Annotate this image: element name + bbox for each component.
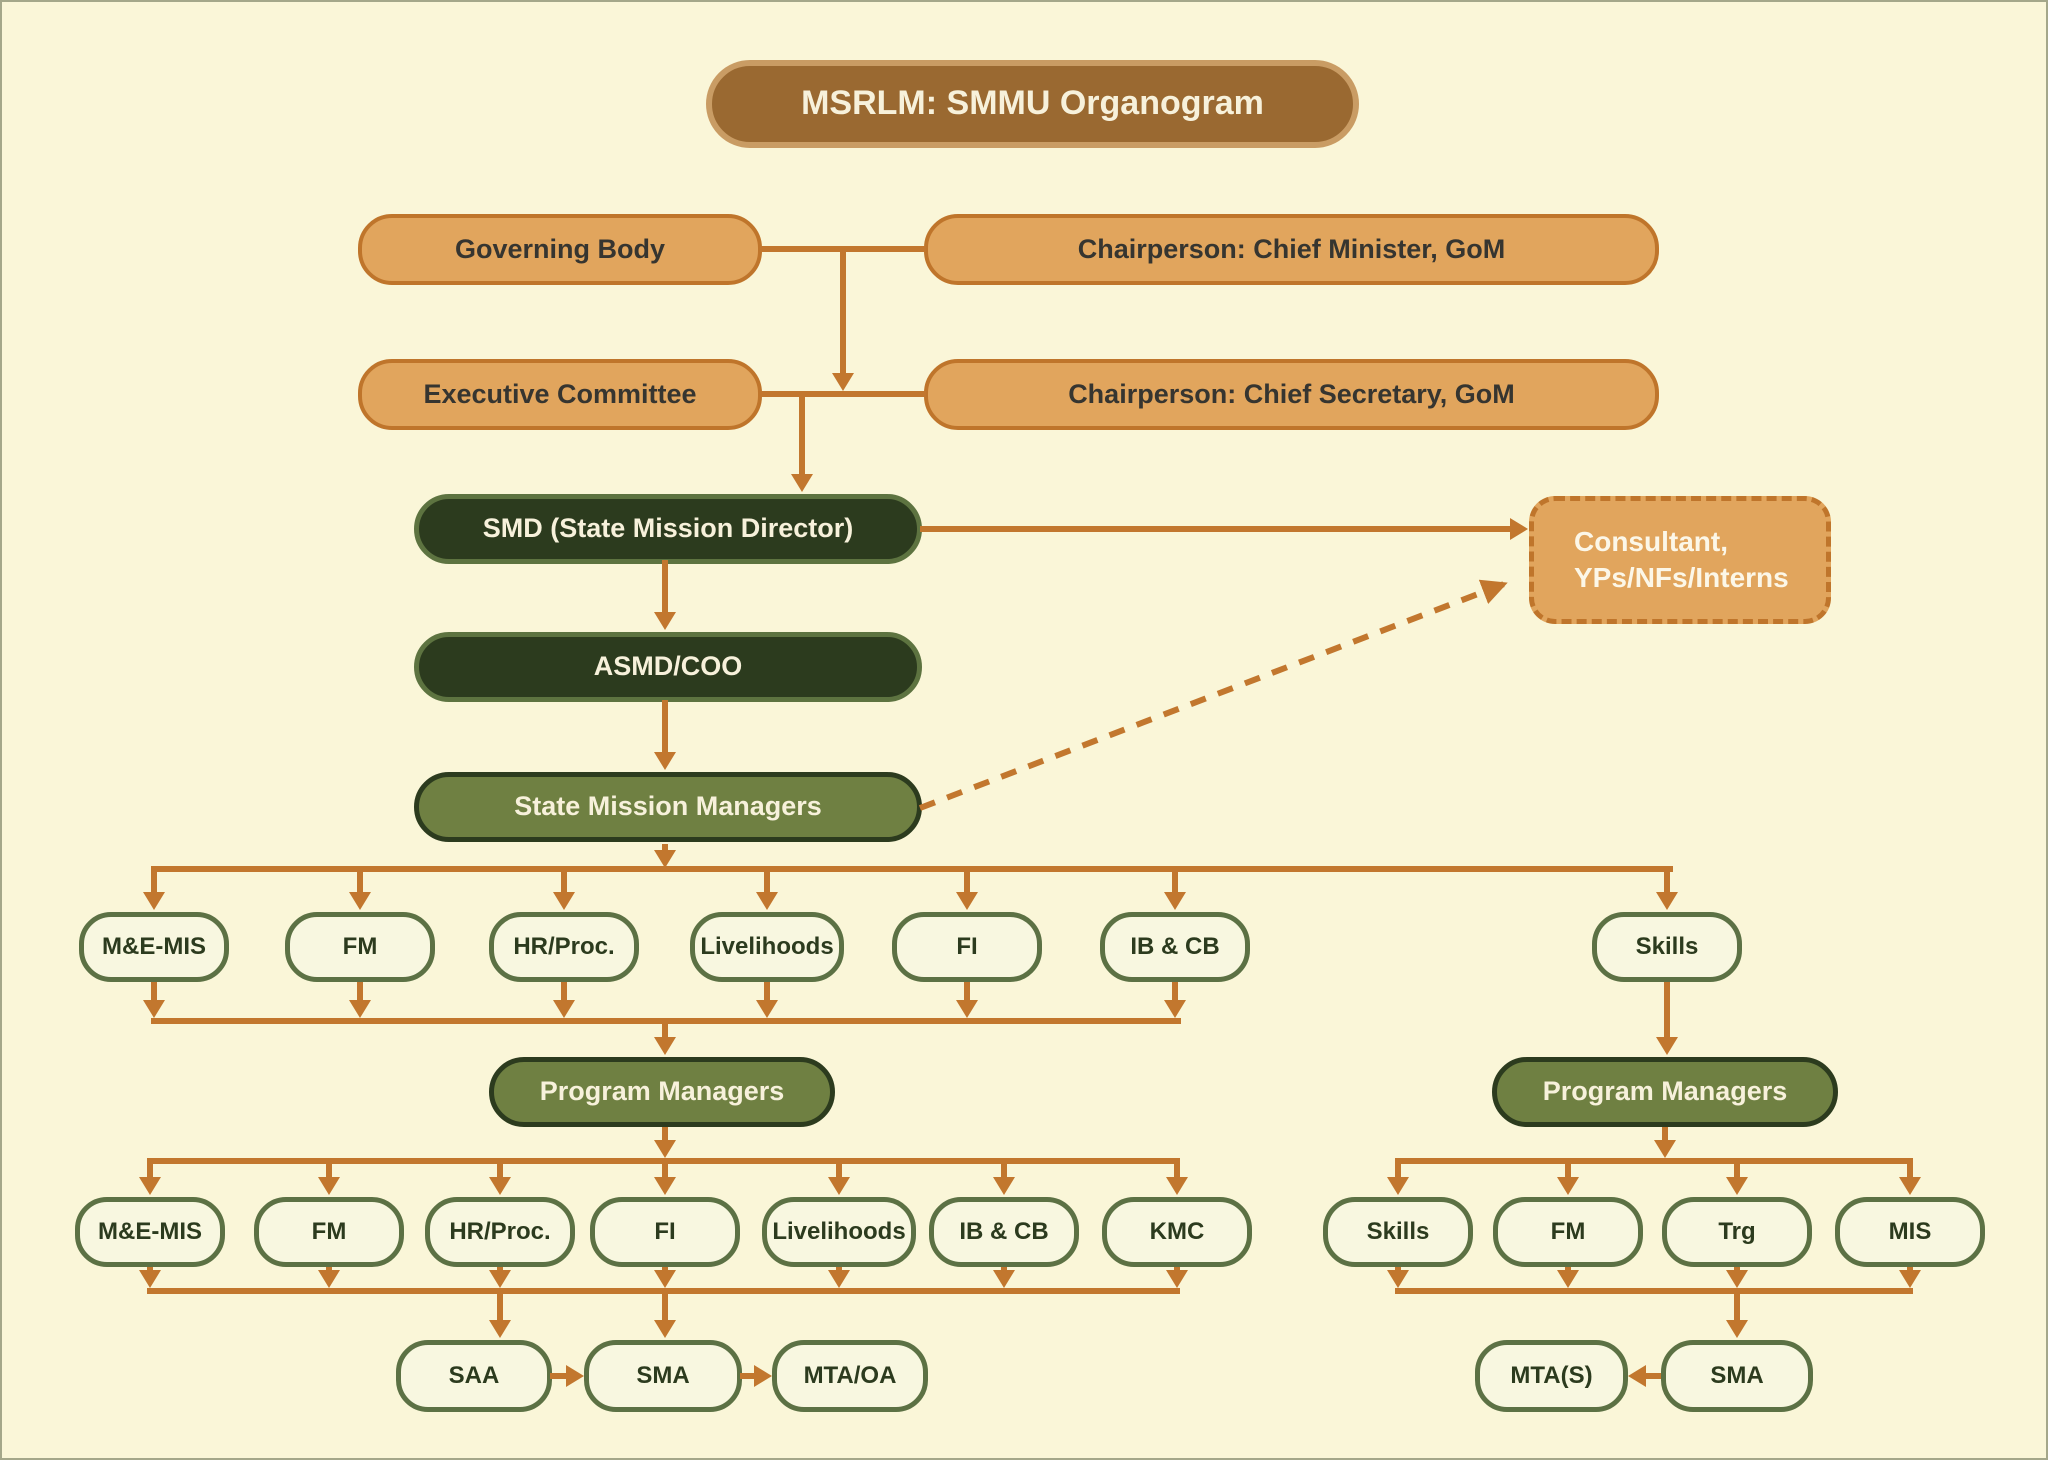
node-mta-s: MTA(S): [1475, 1340, 1628, 1412]
arrow-saa-to-sma: [550, 1365, 584, 1387]
node-ib-cb-l2: IB & CB: [929, 1197, 1079, 1267]
arrow-me-mis-down: [143, 982, 165, 1018]
arrow-ib-cb-2-down: [993, 1267, 1015, 1288]
convergence-line-level1: [151, 1018, 1181, 1024]
arrow-to-fi-1: [956, 872, 978, 910]
arrow-hr-proc-2-down: [489, 1267, 511, 1288]
node-livelihoods-l2: Livelihoods: [762, 1197, 916, 1267]
arrow-smm-to-line: [654, 844, 676, 868]
arrow-to-hr-proc-2: [489, 1164, 511, 1195]
node-program-managers-right: Program Managers: [1492, 1057, 1838, 1127]
arrow-sma-to-mta-s: [1628, 1365, 1661, 1387]
arrow-to-me-mis-1: [143, 872, 165, 910]
consultant-line1: Consultant,: [1574, 526, 1728, 558]
arrow-trg-2-down: [1726, 1267, 1748, 1288]
distribution-line-level2-right: [1395, 1158, 1913, 1164]
arrow-to-fi-2: [654, 1164, 676, 1195]
arrow-pm-right-down: [1654, 1127, 1676, 1158]
arrow-to-fm-right-2: [1557, 1164, 1579, 1195]
arrow-to-me-mis-2: [139, 1164, 161, 1195]
node-fm-right-l2: FM: [1493, 1197, 1643, 1267]
arrow-me-mis-2-down: [139, 1267, 161, 1288]
arrow-fi-down: [956, 982, 978, 1018]
node-hr-proc-l2: HR/Proc.: [425, 1197, 575, 1267]
convergence-line-level2-left: [147, 1288, 1180, 1294]
arrow-fm-right-2-down: [1557, 1267, 1579, 1288]
arrow-ib-cb-down: [1164, 982, 1186, 1018]
arrow-fi-2-down: [654, 1267, 676, 1288]
arrow-to-trg-2: [1726, 1164, 1748, 1195]
distribution-line-level2-left: [147, 1158, 1180, 1164]
node-fm-l1: FM: [285, 912, 435, 982]
arrow-to-saa: [489, 1294, 511, 1338]
node-smd: SMD (State Mission Director): [414, 494, 922, 564]
distribution-line-level1: [151, 866, 1673, 872]
arrow-kmc-2-down: [1166, 1267, 1188, 1288]
consultant-line2: YPs/NFs/Interns: [1574, 562, 1789, 593]
arrow-to-hr-proc-1: [553, 872, 575, 910]
arrow-to-skills-2: [1387, 1164, 1409, 1195]
arrow-to-livelihoods-2: [828, 1164, 850, 1195]
arrow-fm-down: [349, 982, 371, 1018]
arrow-to-fm-2: [318, 1164, 340, 1195]
arrow-smd-to-asmd: [654, 560, 676, 630]
arrow-to-pm-left: [654, 1024, 676, 1055]
arrow-fm-2-down: [318, 1267, 340, 1288]
node-program-managers-left: Program Managers: [489, 1057, 835, 1127]
node-fi-l2: FI: [590, 1197, 740, 1267]
node-hr-proc-l1: HR/Proc.: [489, 912, 639, 982]
node-sma-right: SMA: [1661, 1340, 1813, 1412]
arrow-ec-to-smd: [791, 394, 813, 492]
arrow-to-sma-left: [654, 1294, 676, 1338]
node-skills-l1: Skills: [1592, 912, 1742, 982]
arrow-skills-2-down: [1387, 1267, 1409, 1288]
node-fm-l2: FM: [254, 1197, 404, 1267]
arrow-to-sma-right: [1726, 1294, 1748, 1338]
arrow-sma-to-mta-oa: [740, 1365, 772, 1387]
node-trg-l2: Trg: [1662, 1197, 1812, 1267]
node-me-mis-l2: M&E-MIS: [75, 1197, 225, 1267]
arrow-to-mis-2: [1899, 1164, 1921, 1195]
arrow-livelihoods-down: [756, 982, 778, 1018]
node-saa: SAA: [396, 1340, 552, 1412]
arrow-to-kmc-2: [1166, 1164, 1188, 1195]
node-mta-oa: MTA/OA: [772, 1340, 928, 1412]
node-governing-body: Governing Body: [358, 214, 762, 285]
node-state-mission-managers: State Mission Managers: [414, 772, 922, 842]
node-chairperson-chief-secretary: Chairperson: Chief Secretary, GoM: [924, 359, 1659, 430]
node-livelihoods-l1: Livelihoods: [690, 912, 844, 982]
arrow-hr-proc-down: [553, 982, 575, 1018]
node-me-mis-l1: M&E-MIS: [79, 912, 229, 982]
diagram-title: MSRLM: SMMU Organogram: [706, 60, 1359, 148]
node-asmd-coo: ASMD/COO: [414, 632, 922, 702]
arrow-pm-left-down: [654, 1127, 676, 1158]
node-ib-cb-l1: IB & CB: [1100, 912, 1250, 982]
node-fi-l1: FI: [892, 912, 1042, 982]
node-chairperson-chief-minister: Chairperson: Chief Minister, GoM: [924, 214, 1659, 285]
arrow-livelihoods-2-down: [828, 1267, 850, 1288]
arrow-to-livelihoods-1: [756, 872, 778, 910]
arrow-gb-to-ec: [832, 249, 854, 391]
arrow-to-skills-1: [1656, 872, 1678, 910]
arrow-mis-2-down: [1899, 1267, 1921, 1288]
arrow-to-ib-cb-1: [1164, 872, 1186, 910]
connector-ec-chairperson: [760, 391, 926, 397]
node-consultant-yps-nfs-interns: Consultant, YPs/NFs/Interns: [1529, 496, 1831, 624]
arrow-to-fm-1: [349, 872, 371, 910]
arrow-skills-to-pm-right: [1656, 982, 1678, 1055]
convergence-line-level2-right: [1395, 1288, 1913, 1294]
node-sma-left: SMA: [584, 1340, 742, 1412]
node-executive-committee: Executive Committee: [358, 359, 762, 430]
node-skills-l2: Skills: [1323, 1197, 1473, 1267]
node-kmc-l2: KMC: [1102, 1197, 1252, 1267]
node-mis-l2: MIS: [1835, 1197, 1985, 1267]
arrow-asmd-to-smm: [654, 700, 676, 770]
arrow-to-ib-cb-2: [993, 1164, 1015, 1195]
arrow-smd-to-consultant: [920, 518, 1528, 540]
